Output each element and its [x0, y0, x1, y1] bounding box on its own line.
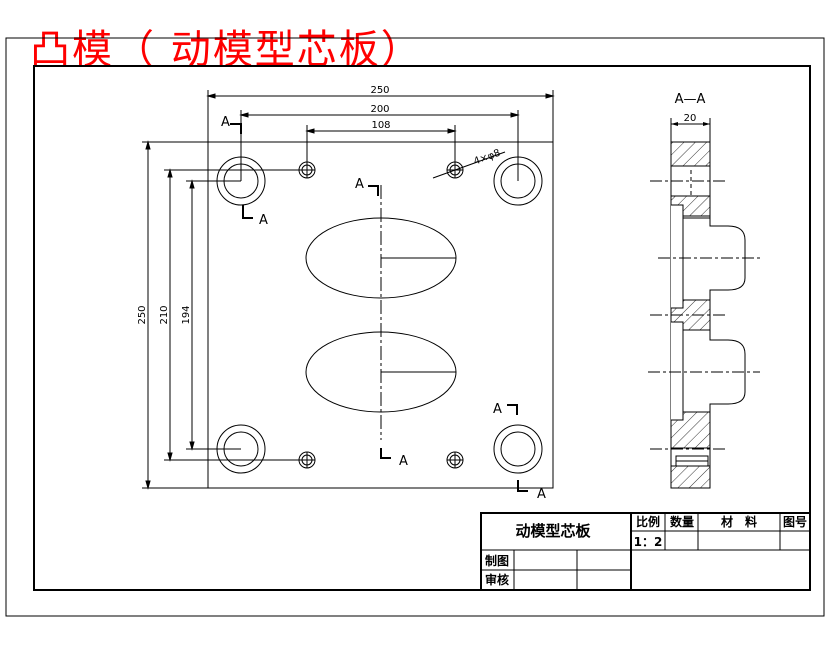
section-marker-a-1: A [221, 115, 230, 130]
screw-hole-bottom-right [446, 451, 464, 469]
arrow-20-right [703, 122, 710, 126]
plate-outline [207, 141, 554, 489]
dim-210-vertical: 210 [159, 305, 170, 324]
title-block-material-header: 材 料 [720, 514, 757, 529]
title-block-drawn-label: 制图 [485, 553, 509, 568]
title-block-quantity-header: 数量 [670, 514, 694, 529]
section-marker-a-6: A [537, 487, 546, 502]
section-view-label: A—A [675, 92, 706, 107]
guide-hole-bottom-right [493, 424, 543, 474]
dim-20-section: 20 [684, 113, 697, 124]
section-marker-a-3: A [355, 177, 364, 192]
front-view [142, 90, 554, 489]
outer-frame [5, 37, 825, 617]
section-markers [230, 123, 528, 492]
title-block-checked-label: 审核 [485, 572, 509, 587]
inner-frame [33, 65, 811, 591]
title-block-scale-value: 1：2 [634, 535, 663, 549]
arrow-20-left [671, 122, 678, 126]
section-marker-a-5: A [493, 402, 502, 417]
page-title: 凸模（ 动模型芯板） [30, 27, 423, 73]
section-marker-a-2: A [259, 213, 268, 228]
title-block [480, 512, 811, 591]
title-block-scale-header: 比例 [636, 514, 660, 529]
dimension-lines [145, 93, 555, 490]
dim-250-vertical: 250 [137, 305, 148, 324]
dim-250-horizontal: 250 [370, 85, 389, 96]
title-block-drawing-no-header: 图号 [783, 514, 807, 529]
dim-194-vertical: 194 [181, 305, 192, 324]
dim-108-horizontal: 108 [371, 120, 390, 131]
section-marker-a-4: A [399, 454, 408, 469]
section-view [648, 118, 760, 489]
dim-200-horizontal: 200 [370, 104, 389, 115]
title-block-part-name: 动模型芯板 [515, 522, 591, 540]
hole-callout-text: 4×φ8 [472, 148, 502, 168]
